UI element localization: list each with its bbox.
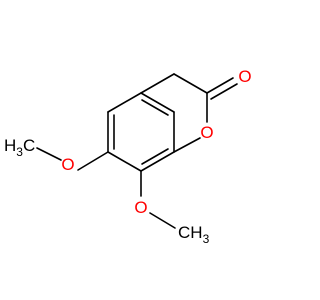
- methyl-8-label: CH3: [178, 223, 210, 246]
- bond-c4a-c4: [140, 73, 175, 94]
- double-bond-inner-1: [141, 99, 169, 116]
- bond-o7-ch3: [36, 147, 62, 161]
- methyl-8-ch: CH: [178, 223, 203, 242]
- bond-c4a-c5: [140, 92, 175, 113]
- ring-oxygen-label: O: [200, 123, 213, 142]
- methoxy-7-oxygen-label: O: [61, 155, 74, 174]
- bond-c3-o-carbonyl-a: [206, 77, 234, 94]
- bond-c8-o7: [77, 151, 109, 171]
- bonds: [36, 73, 238, 229]
- methoxy-8-oxygen-label: O: [134, 198, 147, 217]
- atom-labels: O O O O H3C CH3: [4, 67, 252, 246]
- bond-c3-o-carbonyl-b: [210, 83, 238, 100]
- bond-c6-c7: [140, 151, 175, 172]
- methyl-7-label: H3C: [4, 136, 35, 159]
- carbonyl-oxygen-label: O: [238, 67, 251, 86]
- bond-o8-ch3: [149, 212, 176, 229]
- bond-c7-c8: [107, 151, 142, 172]
- structure-diagram: O O O O H3C CH3: [4, 67, 252, 246]
- bond-c8a-c4a: [107, 92, 142, 113]
- methyl-7-subscript: 3: [16, 145, 23, 159]
- methyl-8-subscript: 3: [203, 232, 210, 246]
- double-bond-inner-2: [141, 148, 169, 165]
- bond-o2-c1: [173, 137, 201, 153]
- bond-c4-c3: [173, 73, 208, 94]
- methyl-7-h: H: [4, 136, 16, 155]
- methyl-7-c: C: [23, 136, 35, 155]
